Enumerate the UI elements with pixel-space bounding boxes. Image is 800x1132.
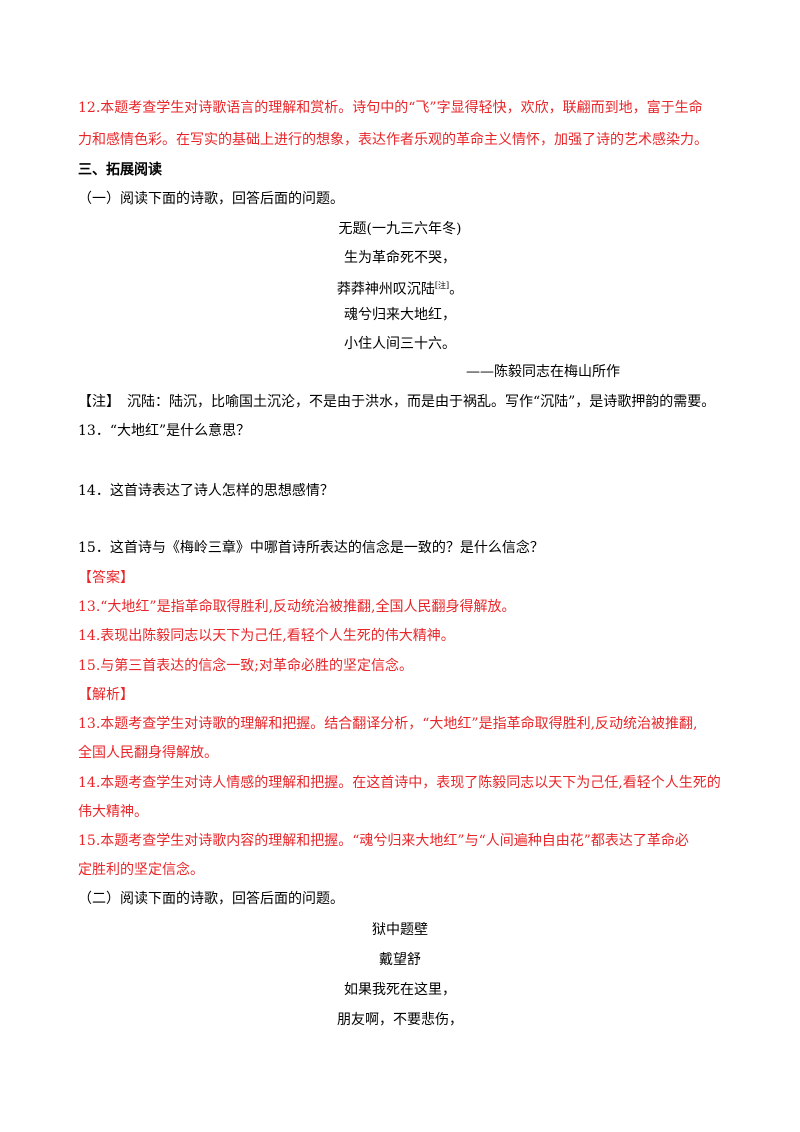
question-13: 13．“大地红”是什么意思？ <box>78 423 251 439</box>
poem2-author: 戴望舒 <box>379 952 421 968</box>
analysis-13-line-2: 全国人民翻身得解放。 <box>78 745 218 761</box>
poem1-attribution: ——陈毅同志在梅山所作 <box>466 364 620 380</box>
analysis-15-line-2: 定胜利的坚定信念。 <box>78 862 204 878</box>
poem1-line-2-text: 莽莽神州叹沉陆 <box>336 281 435 298</box>
poem1-line-1: 生为革命死不哭， <box>344 250 456 266</box>
poem1-title: 无题(一九三六年冬) <box>338 221 462 237</box>
answer-14: 14.表现出陈毅同志以天下为己任,看轻个人生死的伟大精神。 <box>78 628 455 644</box>
analysis-13-line-1: 13.本题考查学生对诗歌的理解和把握。结合翻译分析，“大地红”是指革命取得胜利,… <box>78 716 698 732</box>
analysis-14-line-2: 伟大精神。 <box>78 804 148 820</box>
q12-analysis-line-2: 力和感情色彩。在写实的基础上进行的想象，表达作者乐观的革命主义情怀，加强了诗的艺… <box>78 132 708 148</box>
footnote: 【注】 沉陆：陆沉，比喻国土沉沦，不是由于洪水，而是由于祸乱。写作“沉陆”，是诗… <box>78 394 716 410</box>
question-15: 15．这首诗与《梅岭三章》中哪首诗所表达的信念是一致的？是什么信念？ <box>78 540 544 556</box>
analysis-label: 【解析】 <box>78 687 134 703</box>
poem2-line-2: 朋友啊，不要悲伤， <box>337 1012 463 1028</box>
answer-label: 【答案】 <box>78 570 134 586</box>
answer-13: 13.“大地红”是指革命取得胜利,反动统治被推翻,全国人民翻身得解放。 <box>78 599 516 615</box>
poem1-line-2-end: 。 <box>449 281 464 298</box>
poem2-title: 狱中题壁 <box>372 922 428 938</box>
part2-intro: （二）阅读下面的诗歌，回答后面的问题。 <box>78 891 344 907</box>
part1-intro: （一）阅读下面的诗歌，回答后面的问题。 <box>78 191 344 207</box>
analysis-14-line-1: 14.本题考查学生对诗人情感的理解和把握。在这首诗中，表现了陈毅同志以天下为己任… <box>78 775 721 791</box>
poem1-line-2: 莽莽神州叹沉陆[注]。 <box>0 276 800 300</box>
answer-15: 15.与第三首表达的信念一致;对革命必胜的坚定信念。 <box>78 658 413 674</box>
poem1-note-marker: [注] <box>434 281 450 290</box>
poem1-line-3: 魂兮归来大地红， <box>344 307 456 323</box>
analysis-15-line-1: 15.本题考查学生对诗歌内容的理解和把握。“魂兮归来大地红”与“人间遍种自由花”… <box>78 833 689 849</box>
q12-analysis-line-1: 12.本题考查学生对诗歌语言的理解和赏析。诗句中的“飞”字显得轻快，欢欣，联翩而… <box>78 100 703 116</box>
poem2-line-1: 如果我死在这里， <box>344 982 456 998</box>
section-title: 三、拓展阅读 <box>78 162 162 178</box>
question-14: 14．这首诗表达了诗人怎样的思想感情？ <box>78 483 334 499</box>
poem1-line-4: 小住人间三十六。 <box>344 336 456 352</box>
